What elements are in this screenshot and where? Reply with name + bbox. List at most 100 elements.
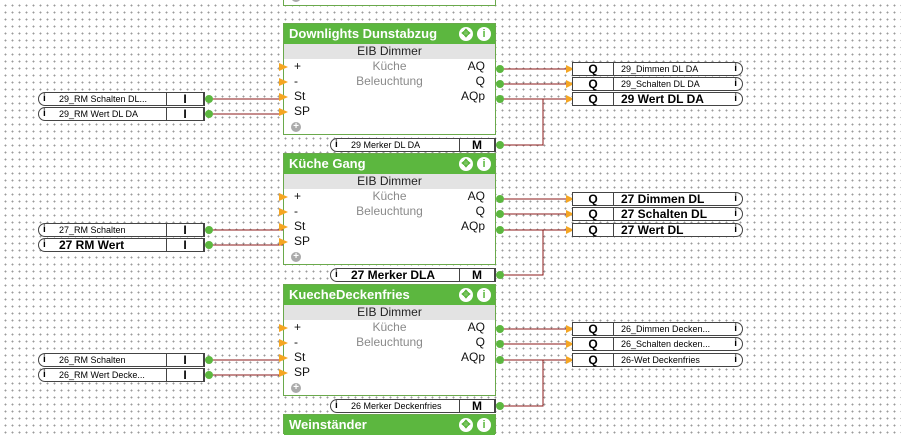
move-icon[interactable]: ✥ [459,418,473,432]
info-icon[interactable]: i [335,139,338,150]
dimmer-block-kuechedeckenfries[interactable]: KuecheDeckenfries ✥ i EIB Dimmer Küche +… [279,284,496,396]
input-port[interactable]: i 27 RM Wert I [38,238,205,252]
output-port-pin-icon[interactable] [566,356,574,364]
output-connector[interactable] [496,95,504,103]
block-header[interactable]: Weinständer ✥ i [284,415,495,435]
output-connector[interactable] [496,210,504,218]
input-pin-icon[interactable] [279,63,288,71]
input-pin-icon[interactable] [279,369,288,377]
input-port-connector[interactable] [205,95,213,103]
merker-connector[interactable] [496,402,504,410]
info-icon[interactable]: i [734,224,737,235]
output-port[interactable]: Q 29_Schalten DL DA i [572,77,743,91]
input-port[interactable]: i 29_RM Wert DL DA I [38,107,205,121]
output-port-pin-icon[interactable] [566,210,574,218]
info-icon[interactable]: i [43,369,46,380]
dimmer-block-weinstaender[interactable]: Weinständer ✥ i [283,414,496,435]
block-title: Downlights Dunstabzug [289,26,438,41]
output-port[interactable]: Q 26-Wet Deckenfries i [572,353,743,367]
output-connector[interactable] [496,65,504,73]
add-input-icon[interactable]: + [291,383,301,393]
input-port[interactable]: i 27_RM Schalten I [38,223,205,237]
output-port-pin-icon[interactable] [566,65,574,73]
info-icon[interactable]: i [477,288,491,302]
partial-block-top[interactable]: + [283,0,496,6]
block-header[interactable]: Downlights Dunstabzug ✥ i [284,24,495,44]
info-icon[interactable]: i [477,27,491,41]
input-pin-icon[interactable] [279,208,288,216]
output-connector[interactable] [496,325,504,333]
output-port-pin-icon[interactable] [566,226,574,234]
add-input-icon[interactable]: + [291,122,301,132]
block-header[interactable]: KuecheDeckenfries ✥ i [284,285,495,305]
info-icon[interactable]: i [335,269,338,280]
info-icon[interactable]: i [43,108,46,119]
input-pin-icon[interactable] [279,238,288,246]
dimmer-block-kueche-gang[interactable]: Küche Gang ✥ i EIB Dimmer Küche + AQ Bel… [279,153,496,265]
input-port[interactable]: i 26_RM Schalten I [38,353,205,367]
info-icon[interactable]: i [477,157,491,171]
output-connector[interactable] [496,195,504,203]
output-port-pin-icon[interactable] [566,80,574,88]
input-port-connector[interactable] [205,226,213,234]
output-connector[interactable] [496,226,504,234]
dimmer-block-downlights-dunstabzug[interactable]: Downlights Dunstabzug ✥ i EIB Dimmer Küc… [279,23,496,135]
merker-output[interactable]: i 29 Merker DL DA M [330,138,496,152]
info-icon[interactable]: i [43,354,46,365]
input-pin-icon[interactable] [279,324,288,332]
add-input-icon[interactable]: + [291,0,301,2]
info-icon[interactable]: i [477,418,491,432]
info-icon[interactable]: i [734,323,737,334]
move-icon[interactable]: ✥ [459,27,473,41]
info-icon[interactable]: i [43,93,46,104]
output-connector[interactable] [496,356,504,364]
info-icon[interactable]: i [335,400,338,411]
output-port[interactable]: Q 29_Dimmen DL DA i [572,62,743,76]
output-port[interactable]: Q 26_Dimmen Decken... i [572,322,743,336]
output-port-pin-icon[interactable] [566,325,574,333]
input-port-connector[interactable] [205,110,213,118]
input-port-connector[interactable] [205,356,213,364]
input-port-connector[interactable] [205,371,213,379]
block-row: St AQp [279,89,495,104]
info-icon[interactable]: i [734,338,737,349]
block-header[interactable]: Küche Gang ✥ i [284,154,495,174]
output-port-pin-icon[interactable] [566,95,574,103]
output-port[interactable]: Q 27 Wert DL i [572,223,743,237]
info-icon[interactable]: i [734,354,737,365]
info-icon[interactable]: i [734,193,737,204]
merker-output[interactable]: i 26 Merker Deckenfries M [330,399,496,413]
info-icon[interactable]: i [734,78,737,89]
output-port[interactable]: Q 29 Wert DL DA i [572,92,743,106]
output-label: Q [475,335,485,349]
input-pin-icon[interactable] [279,93,288,101]
input-pin-icon[interactable] [279,108,288,116]
info-icon[interactable]: i [734,63,737,74]
input-port[interactable]: i 26_RM Wert Decke... I [38,368,205,382]
input-port[interactable]: i 29_RM Schalten DL... I [38,92,205,106]
move-icon[interactable]: ✥ [459,157,473,171]
output-connector[interactable] [496,340,504,348]
input-pin-icon[interactable] [279,78,288,86]
merker-output[interactable]: i 27 Merker DLA M [330,268,496,282]
merker-connector[interactable] [496,271,504,279]
input-pin-icon[interactable] [279,339,288,347]
add-input-icon[interactable]: + [291,252,301,262]
move-icon[interactable]: ✥ [459,288,473,302]
input-label: - [294,335,298,349]
output-port-pin-icon[interactable] [566,195,574,203]
merker-connector[interactable] [496,141,504,149]
info-icon[interactable]: i [734,208,737,219]
info-icon[interactable]: i [734,93,737,104]
input-pin-icon[interactable] [279,354,288,362]
output-port[interactable]: Q 26_Schalten decken... i [572,337,743,351]
info-icon[interactable]: i [43,224,46,235]
output-port[interactable]: Q 27 Schalten DL i [572,207,743,221]
input-pin-icon[interactable] [279,223,288,231]
input-pin-icon[interactable] [279,193,288,201]
output-connector[interactable] [496,80,504,88]
info-icon[interactable]: i [43,239,46,250]
output-port[interactable]: Q 27 Dimmen DL i [572,192,743,206]
input-port-connector[interactable] [205,241,213,249]
output-port-pin-icon[interactable] [566,340,574,348]
